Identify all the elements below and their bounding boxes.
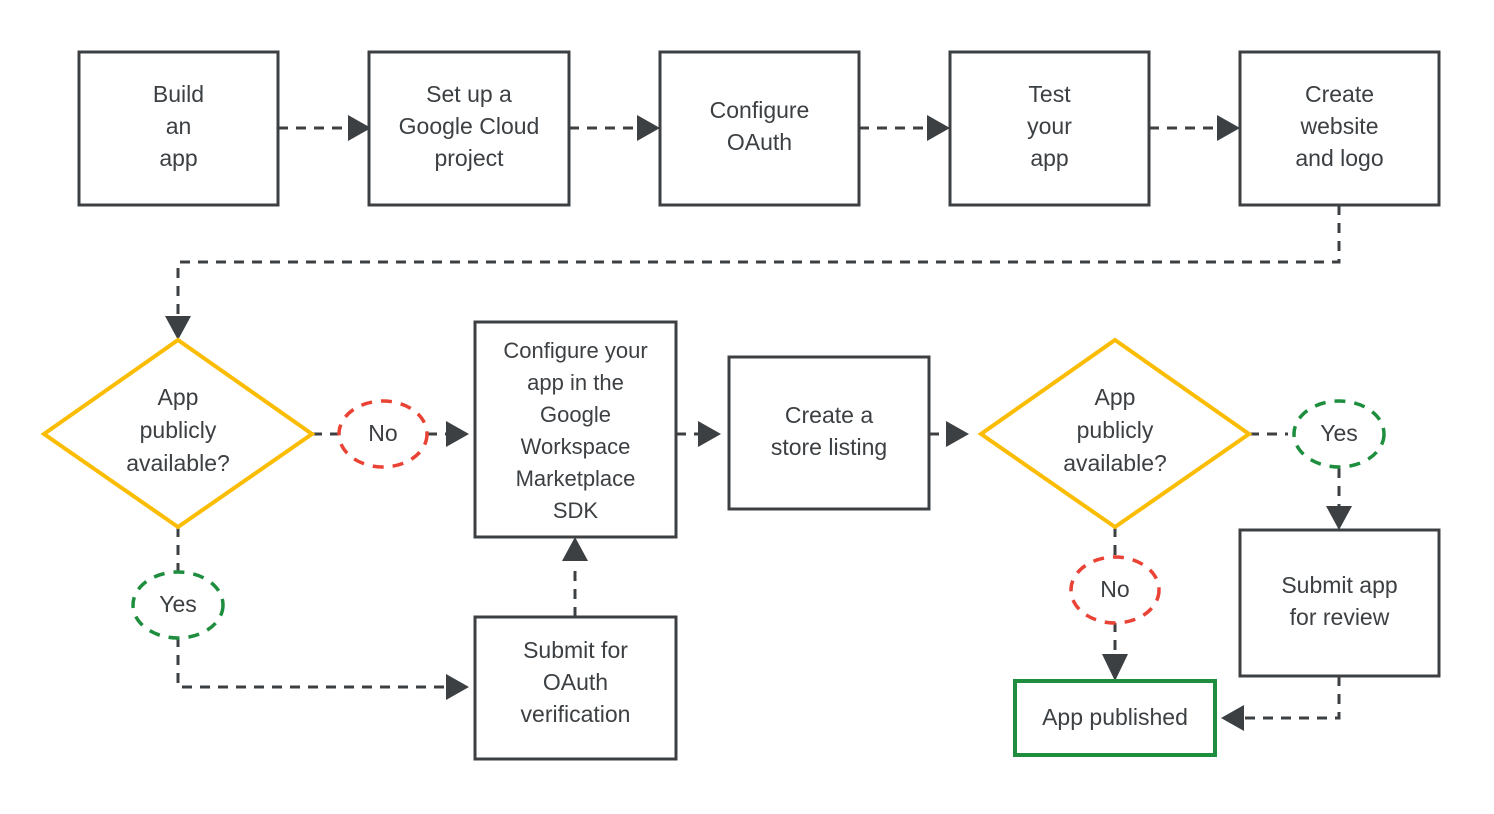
- node-marketplace-sdk-line-3: Workspace: [521, 434, 631, 459]
- edge-decision-right-no: [1102, 527, 1128, 681]
- edge-gcp-to-oauth: [569, 115, 660, 141]
- node-build-an-app-line-2: app: [159, 145, 197, 171]
- node-submit-review-line-1: for review: [1290, 604, 1390, 630]
- node-test-your-app-line-0: Test: [1028, 81, 1071, 107]
- edge-oauth-verification-to-sdk: [562, 537, 588, 617]
- node-configure-oauth-line-1: OAuth: [727, 129, 792, 155]
- node-marketplace-sdk-line-2: Google: [540, 402, 611, 427]
- node-test-your-app-line-1: your: [1027, 113, 1072, 139]
- node-create-website-and-logo[interactable]: Create website and logo: [1238, 50, 1441, 207]
- edge-build-to-gcp: [278, 115, 371, 141]
- edge-oauth-to-test: [859, 115, 950, 141]
- edge-label-no-left-text: No: [368, 420, 397, 446]
- node-decision-left-line-1: publicly: [140, 417, 217, 443]
- node-test-your-app[interactable]: Test your app: [948, 50, 1151, 207]
- node-decision-left-line-2: available?: [126, 450, 230, 476]
- node-oauth-verification-line-2: verification: [521, 701, 631, 727]
- node-website-logo-line-2: and logo: [1295, 145, 1383, 171]
- node-decision-right-line-1: publicly: [1077, 417, 1154, 443]
- node-store-listing-line-1: store listing: [771, 434, 887, 460]
- node-store-listing-line-0: Create a: [785, 402, 873, 428]
- node-configure-oauth-line-0: Configure: [710, 97, 810, 123]
- node-oauth-verification-line-1: OAuth: [543, 669, 608, 695]
- edge-decision-right-yes: [1249, 432, 1352, 530]
- edge-store-listing-to-decision-right: [929, 421, 969, 447]
- node-marketplace-sdk-line-0: Configure your: [503, 338, 647, 363]
- node-decision-right-line-2: available?: [1063, 450, 1167, 476]
- node-decision-app-publicly-available-right[interactable]: App publicly available?: [977, 337, 1253, 530]
- node-marketplace-sdk-line-1: app in the: [527, 370, 624, 395]
- node-build-an-app-line-1: an: [166, 113, 192, 139]
- node-marketplace-sdk-line-4: Marketplace: [516, 466, 636, 491]
- node-submit-app-for-review[interactable]: Submit app for review: [1238, 528, 1441, 678]
- node-decision-left-line-0: App: [158, 384, 199, 410]
- node-decision-right-line-0: App: [1095, 384, 1136, 410]
- node-submit-review-line-0: Submit app: [1281, 572, 1397, 598]
- node-configure-oauth[interactable]: Configure OAuth: [658, 50, 861, 207]
- node-gcp-project-line-2: project: [434, 145, 504, 171]
- edge-decision-left-no: [312, 421, 469, 447]
- node-website-logo-line-0: Create: [1305, 81, 1374, 107]
- edge-submit-review-to-app-published: [1221, 676, 1341, 731]
- node-gcp-project-line-1: Google Cloud: [399, 113, 540, 139]
- edge-sdk-to-store-listing: [676, 421, 721, 447]
- node-test-your-app-line-2: app: [1030, 145, 1068, 171]
- node-website-logo-line-1: website: [1300, 113, 1379, 139]
- edge-label-no-right-text: No: [1100, 576, 1129, 602]
- edge-website-to-decision-left: [165, 205, 1341, 340]
- node-decision-app-publicly-available-left[interactable]: App publicly available?: [40, 337, 316, 530]
- edge-decision-left-yes: [176, 527, 469, 700]
- node-app-published-line-0: App published: [1042, 704, 1188, 730]
- edge-test-to-website: [1149, 115, 1240, 141]
- node-app-published[interactable]: App published: [1013, 679, 1217, 757]
- edge-label-yes-right-text: Yes: [1320, 420, 1358, 446]
- node-configure-marketplace-sdk[interactable]: Configure your app in the Google Workspa…: [473, 320, 678, 539]
- node-gcp-project-line-0: Set up a: [426, 81, 512, 107]
- edge-label-yes-left-text: Yes: [159, 591, 197, 617]
- node-create-store-listing[interactable]: Create a store listing: [727, 355, 931, 511]
- node-oauth-verification-line-0: Submit for: [523, 637, 628, 663]
- node-build-an-app[interactable]: Build an app: [77, 50, 280, 207]
- node-set-up-google-cloud-project[interactable]: Set up a Google Cloud project: [367, 50, 571, 207]
- edge-label-no-right: No: [1069, 555, 1161, 625]
- node-marketplace-sdk-line-5: SDK: [553, 498, 599, 523]
- node-submit-oauth-verification[interactable]: Submit for OAuth verification: [473, 615, 678, 761]
- edge-label-yes-left: Yes: [131, 570, 225, 640]
- edge-label-yes-right: Yes: [1292, 399, 1386, 469]
- edge-label-no-left: No: [337, 399, 429, 469]
- node-build-an-app-line-0: Build: [153, 81, 204, 107]
